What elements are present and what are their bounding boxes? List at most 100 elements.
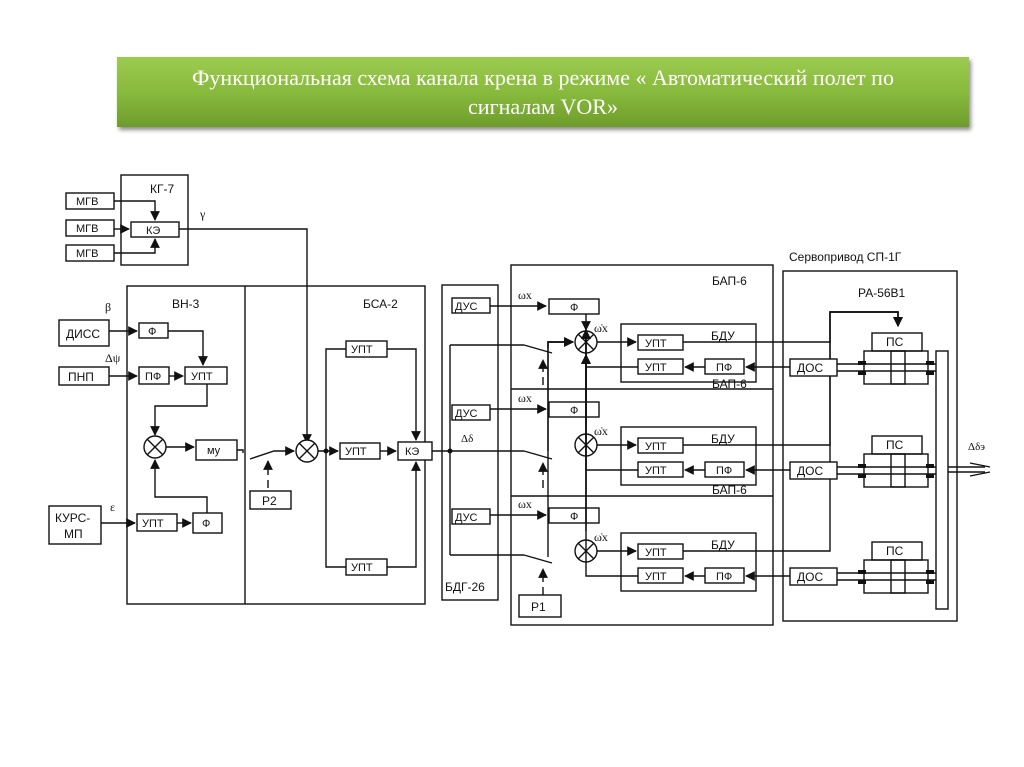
bsa2-ke-label: КЭ — [405, 446, 419, 458]
kurs-mp-block — [48, 505, 102, 545]
beta-signal-label: β — [105, 300, 111, 314]
title-line-1: Функциональная схема канала крена в режи… — [192, 65, 894, 90]
servo-label: Сервопривод СП-1Г — [789, 250, 902, 264]
bsa2-label: БСА-2 — [363, 297, 398, 311]
bsa2-upt-label-2: УПТ — [345, 446, 367, 458]
servo-unit-3: ПС ДОС — [789, 541, 936, 594]
bdu-pf-label: ПФ — [716, 362, 732, 374]
bdu-label: БДУ — [711, 329, 735, 343]
vn3-mu-label: му — [207, 445, 221, 457]
epsilon-signal-label: ε — [110, 500, 115, 514]
mgv-label-2: МГВ — [76, 223, 98, 235]
bdu-frame — [620, 323, 757, 383]
servo-group: Сервопривод СП-1Г РА-56В1 Δδэ — [782, 250, 991, 622]
servo-rod — [935, 350, 949, 610]
dus-block-2 — [451, 404, 491, 421]
bdu-frame — [620, 532, 757, 592]
kg7-ke-label: КЭ — [146, 225, 160, 237]
delta-delta-e-signal-label: Δδэ — [968, 441, 985, 453]
bdu-upt-back-label: УПТ — [645, 571, 667, 583]
bdu-frame — [620, 426, 757, 486]
bap6-r1-label: Р1 — [531, 600, 546, 614]
servo-unit-2: ПС ДОС — [789, 435, 936, 488]
ra56-label: РА-56В1 — [858, 286, 906, 300]
vn3-f-top-label: Ф — [148, 326, 156, 338]
bap6-label: БАП-6 — [712, 483, 747, 497]
delta-delta-signal-label: Δδ — [461, 433, 473, 445]
gamma-signal-label: γ — [199, 207, 206, 221]
omega-x-dot-label: ω̇x — [594, 321, 608, 335]
bdu-upt-forward-label: УПТ — [645, 338, 667, 350]
vn3-label: ВН-3 — [172, 297, 200, 311]
dus-block-3 — [451, 508, 491, 525]
dos-label: ДОС — [797, 570, 823, 584]
bdu-upt-back-label: УПТ — [645, 362, 667, 374]
diss-block — [58, 319, 110, 347]
omega-x-label: ωx — [518, 391, 532, 405]
bap6-f-label: Ф — [570, 511, 578, 523]
dos-block — [789, 461, 838, 480]
title-line-2: сигналам VOR» — [468, 94, 618, 119]
bdg26-frame — [441, 284, 499, 601]
ps-label: ПС — [886, 544, 904, 558]
bdu-upt-forward-label: УПТ — [645, 441, 667, 453]
dus-label-1: ДУС — [455, 301, 478, 313]
bdg26-label: БДГ-26 — [445, 580, 485, 594]
bdg26-group: БДГ-26 ДУС ДУС ДУС — [432, 284, 524, 601]
dos-label: ДОС — [797, 464, 823, 478]
bap6-f-label: Ф — [570, 302, 578, 314]
bsa2-upt-label-3: УПТ — [351, 562, 373, 574]
actuator-body — [863, 350, 929, 385]
ps-label: ПС — [886, 438, 904, 452]
bap6-r1-block — [518, 594, 562, 618]
kurs-mp-label-2: МП — [64, 527, 83, 541]
vn3-group: Ф ПФ УПТ му УПТ Ф — [101, 322, 238, 534]
omega-x-dot-label: ω̇x — [594, 530, 608, 544]
bdu-label: БДУ — [711, 432, 735, 446]
dos-block — [789, 567, 838, 586]
dus-label-3: ДУС — [455, 512, 478, 524]
inputs-group: β ДИСС Δψ ПНП ε КУРС- МП — [48, 300, 121, 545]
mgv-label-3: МГВ — [76, 248, 98, 260]
servo-frame — [782, 270, 958, 622]
vn3-upt-top-label: УПТ — [191, 371, 213, 383]
diss-label: ДИСС — [66, 327, 100, 341]
bsa2-upt-label-1: УПТ — [351, 344, 373, 356]
pnp-label: ПНП — [68, 370, 94, 384]
vn3-upt-bottom-label: УПТ — [142, 518, 164, 530]
mgv-block-2 — [65, 219, 115, 237]
bap6-label: БАП-6 — [712, 274, 747, 288]
kg7-label: КГ-7 — [150, 182, 174, 196]
bap6-f-label: Ф — [570, 405, 578, 417]
bsa2-r2-label: Р2 — [262, 494, 277, 508]
omega-x-label: ωx — [518, 288, 532, 302]
vn3-upt-top-block — [184, 366, 228, 385]
vn3-pf-label: ПФ — [145, 371, 161, 383]
actuator-body — [863, 559, 929, 594]
bdu-upt-back-label: УПТ — [645, 465, 667, 477]
actuator-body — [863, 453, 929, 488]
dos-label: ДОС — [797, 361, 823, 375]
bdu-pf-label: ПФ — [716, 465, 732, 477]
vn3-f-bottom-label: Ф — [202, 518, 210, 530]
title-banner: Функциональная схема канала крена в режи… — [117, 57, 969, 127]
kg7-group: КГ-7 КЭ МГВ МГВ МГВ γ — [65, 174, 312, 444]
kurs-mp-label-1: КУРС- — [55, 511, 90, 525]
servo-unit-1: ПС ДОС — [789, 332, 936, 385]
dos-block — [789, 358, 838, 377]
bap6-label: БАП-6 — [712, 377, 747, 391]
delta-psi-signal-label: Δψ — [105, 351, 121, 365]
bap6-f-block — [548, 298, 600, 315]
bsa2-r2-block — [249, 490, 292, 510]
kg7-frame — [120, 174, 189, 266]
ps-label: ПС — [886, 335, 904, 349]
dus-label-2: ДУС — [455, 408, 478, 420]
bdu-label: БДУ — [711, 538, 735, 552]
bdu-pf-label: ПФ — [716, 571, 732, 583]
omega-x-label: ωx — [518, 497, 532, 511]
bdu-upt-forward-label: УПТ — [645, 547, 667, 559]
mgv-label-1: МГВ — [76, 196, 98, 208]
bsa2-group: Р2 УПТ УПТ УПТ КЭ Δδ — [237, 340, 473, 576]
